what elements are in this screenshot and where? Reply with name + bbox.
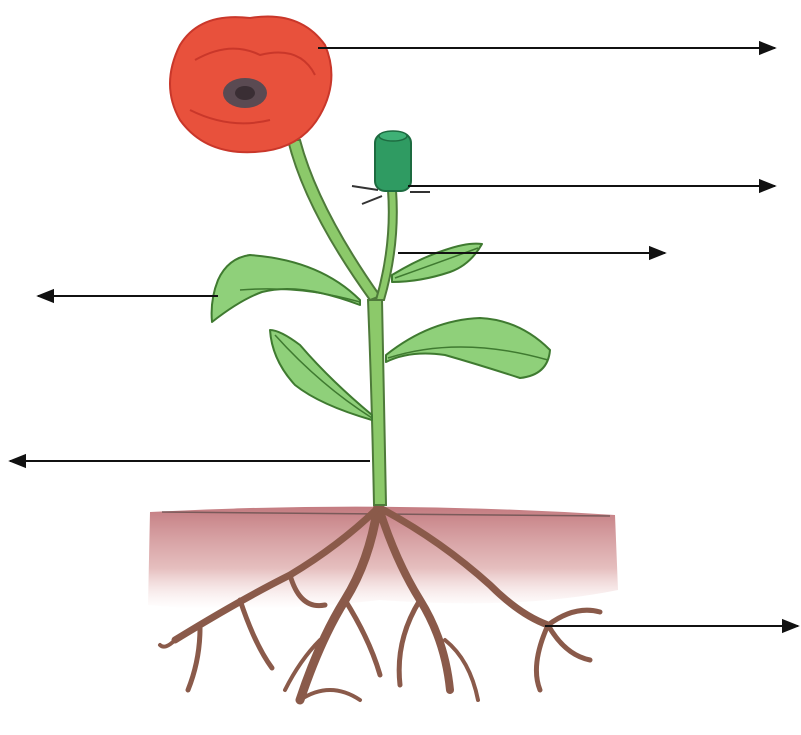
flower <box>170 17 331 153</box>
leaf-lower-right <box>386 318 550 378</box>
stem <box>368 300 386 505</box>
leaf <box>212 255 360 322</box>
leaf-lower-left <box>270 330 372 420</box>
stem-branch <box>376 190 397 300</box>
